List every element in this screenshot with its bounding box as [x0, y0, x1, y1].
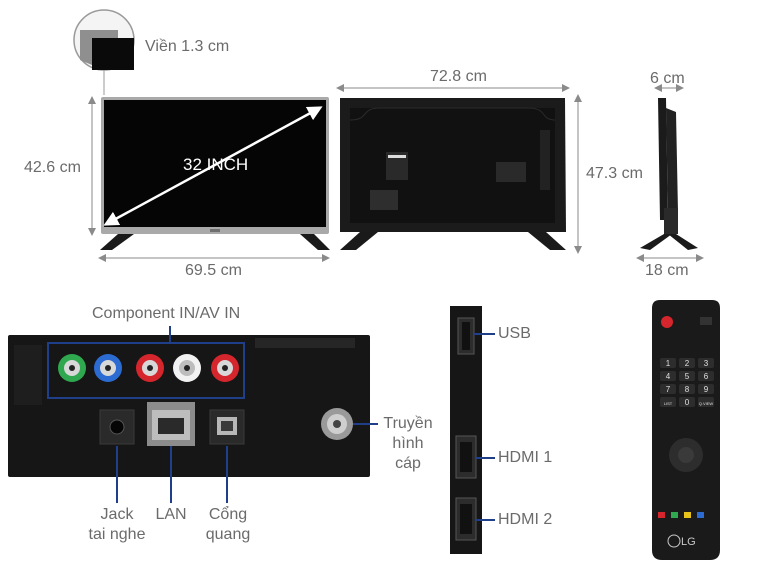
lan-label: LAN	[155, 506, 187, 523]
front-width-label: 69.5 cm	[185, 262, 242, 279]
stand-depth-label: 18 cm	[645, 262, 689, 279]
component-label: Component IN/AV IN	[92, 305, 241, 322]
tv-back-view	[340, 98, 566, 250]
headphone-label: Jack tai nghe	[88, 506, 146, 543]
remote-key	[660, 358, 676, 368]
remote-key-label: LIST	[664, 401, 673, 406]
remote-key	[660, 371, 676, 381]
optical-label: Cổng quang	[205, 506, 251, 543]
screen-size-label: 32 INCH	[183, 155, 249, 174]
rca-red-jack-2	[211, 354, 239, 382]
front-height-label: 42.6 cm	[24, 159, 81, 176]
tv-front-view	[100, 97, 330, 250]
usb-label: USB	[498, 325, 531, 342]
remote-key-label: 2	[685, 359, 690, 368]
remote-key-label: 1	[666, 359, 671, 368]
remote-key	[698, 371, 714, 381]
rca-red-jack-1	[136, 354, 164, 382]
rear-port-panel	[8, 326, 378, 503]
remote-key-label: 8	[685, 385, 690, 394]
bezel-label: Viền 1.3 cm	[145, 38, 230, 55]
remote-key	[660, 384, 676, 394]
tv-side-view	[640, 98, 698, 250]
remote-key-label: 3	[704, 359, 709, 368]
rca-white-jack	[173, 354, 201, 382]
antenna-label: Truyền hình cáp	[383, 415, 433, 472]
back-height-label: 47.3 cm	[586, 165, 643, 182]
remote-key-label: 7	[666, 385, 671, 394]
remote-key	[698, 397, 714, 407]
remote-key-label: 0	[685, 398, 690, 407]
remote-key-label: 6	[704, 372, 709, 381]
headphone-jack	[99, 409, 135, 445]
antenna-port	[321, 408, 353, 440]
remote-key	[698, 384, 714, 394]
remote-key-label: 5	[685, 372, 690, 381]
remote-brand-logo: LG	[681, 536, 696, 548]
hdmi1-label: HDMI 1	[498, 449, 553, 466]
back-width-label: 72.8 cm	[430, 68, 487, 85]
remote-key	[660, 397, 676, 407]
remote-key	[679, 358, 695, 368]
lan-port	[147, 402, 195, 446]
bezel-magnifier	[73, 9, 135, 95]
remote-key	[679, 384, 695, 394]
hdmi2-label: HDMI 2	[498, 511, 553, 528]
remote-key-label: 4	[666, 372, 671, 381]
remote-key	[679, 371, 695, 381]
remote-key	[679, 397, 695, 407]
optical-port	[209, 409, 245, 445]
side-port-strip	[450, 306, 495, 554]
remote-key-label: Q.VIEW	[699, 401, 714, 406]
side-depth-label: 6 cm	[650, 70, 685, 87]
remote-key-label: 9	[704, 385, 709, 394]
rca-blue-jack	[94, 354, 122, 382]
remote-key	[698, 358, 714, 368]
rca-green-jack	[58, 354, 86, 382]
